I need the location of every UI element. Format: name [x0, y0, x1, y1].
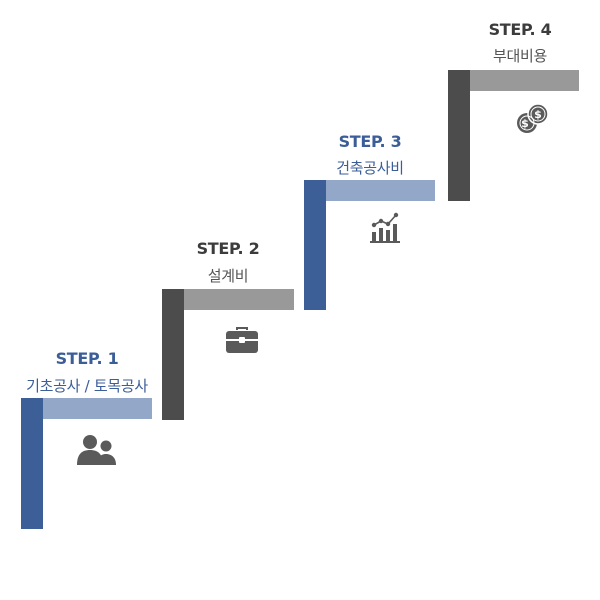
step-1-title: STEP. 1: [55, 349, 119, 368]
step-3-subtitle: 건축공사비: [336, 159, 404, 177]
step-1-subtitle: 기초공사 / 토목공사: [26, 377, 148, 395]
step-3-title: STEP. 3: [338, 132, 402, 151]
coins-icon: $ $: [516, 103, 550, 139]
briefcase-icon: [225, 325, 259, 359]
step-3-riser: [304, 180, 326, 310]
step-4-title: STEP. 4: [488, 20, 552, 39]
svg-text:$: $: [534, 108, 542, 121]
step-1-tread: [43, 398, 152, 419]
step-1-riser: [21, 398, 43, 529]
step-2-subtitle: 설계비: [207, 267, 249, 285]
people-icon: [76, 432, 118, 470]
step-2-riser: [162, 289, 184, 420]
step-4-tread: [470, 70, 579, 91]
svg-text:$: $: [521, 117, 529, 130]
growth-chart-icon: [369, 212, 401, 248]
step-4-subtitle: 부대비용: [492, 47, 547, 65]
step-2-title: STEP. 2: [196, 239, 260, 258]
step-4-riser: [448, 70, 470, 201]
step-2-tread: [184, 289, 294, 310]
step-3-tread: [326, 180, 435, 201]
